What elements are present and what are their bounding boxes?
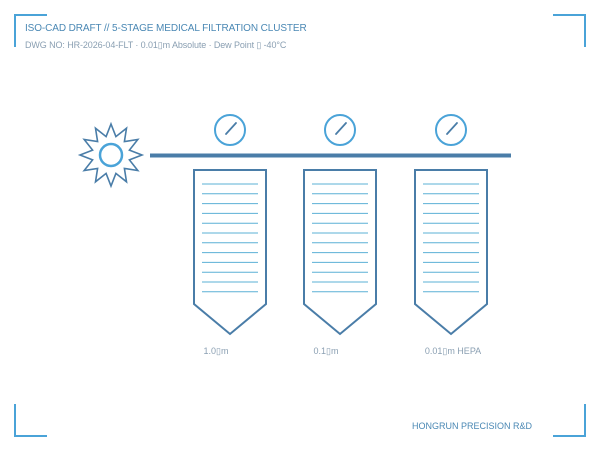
sun-burst-icon [77,121,145,189]
footer-brand: HONGRUN PRECISION R&D [411,421,532,431]
stage-label-2: 0.1▯m [313,346,339,356]
corner-bracket-bottom-right [553,404,586,437]
drawing-number: DWG NO: HR-2026-04-FLT · 0.01▯m Absolute… [25,40,287,50]
pressure-gauge-icon [214,114,246,146]
corner-bracket-top-left [14,14,47,47]
filter-housing [414,169,488,336]
corner-bracket-bottom-left [14,404,47,437]
filter-housing [193,169,267,336]
filter-stage-1 [193,114,267,336]
filter-housing [303,169,377,336]
stage-label-1: 1.0▯m [203,346,229,356]
filter-stage-3 [414,114,488,336]
drawing-title: ISO-CAD DRAFT // 5-STAGE MEDICAL FILTRAT… [25,23,307,34]
corner-bracket-top-right [553,14,586,47]
stage-label-3: 0.01▯m HEPA [424,346,482,356]
pressure-gauge-icon [435,114,467,146]
filter-stage-2 [303,114,377,336]
pressure-gauge-icon [324,114,356,146]
